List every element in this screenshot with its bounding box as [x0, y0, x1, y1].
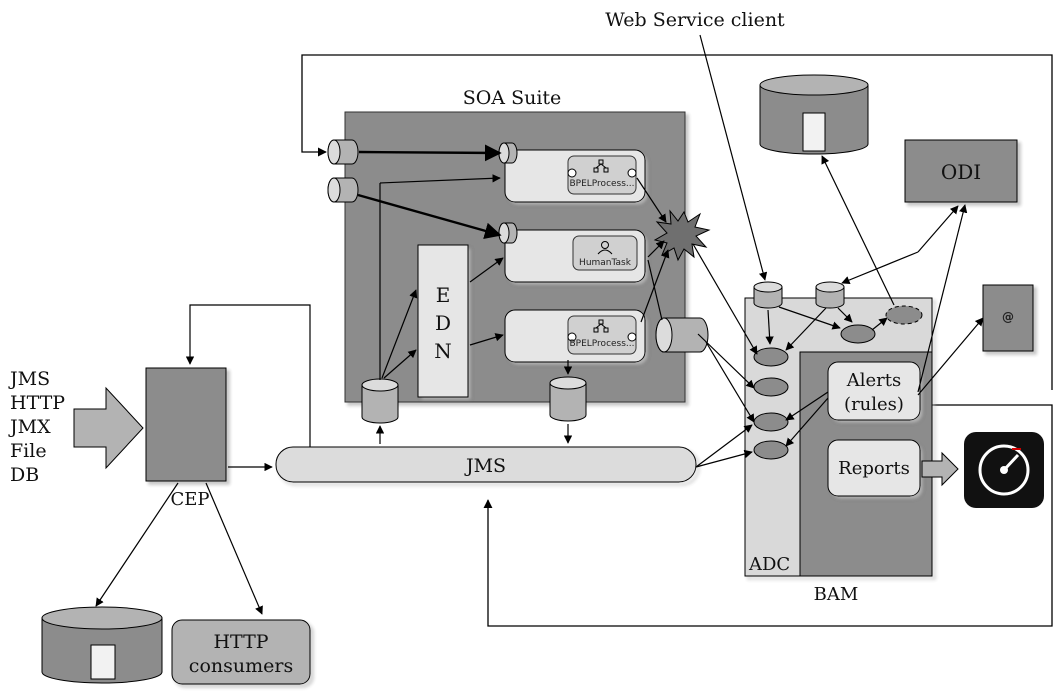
- http-consumers-line2: consumers: [189, 655, 293, 677]
- adc-flow-arrows: [692, 155, 984, 468]
- input-block-arrow: [73, 386, 144, 470]
- bam-label: BAM: [814, 584, 859, 605]
- cep-to-http-arrow: [205, 482, 263, 615]
- adc-data-objects: [753, 324, 876, 460]
- bpel-process-label-1: BPELProcess...: [569, 179, 634, 189]
- odi-box: [904, 139, 1018, 203]
- odi-label: ODI: [941, 160, 981, 184]
- adapter-cylinder-top-left: [327, 139, 359, 165]
- http-consumers-box: [171, 619, 311, 685]
- edn-box: [417, 244, 469, 398]
- bam-database-cylinder: [759, 74, 869, 155]
- outer-loop-top: [301, 54, 1053, 390]
- adc-queue-cylinder-1: [753, 281, 783, 309]
- queue-cylinder-left: [361, 378, 399, 424]
- alerts-line2: (rules): [844, 394, 904, 415]
- person-icon: [597, 241, 613, 255]
- service-cylinder-2: [498, 222, 518, 244]
- source-label-4: DB: [10, 464, 39, 486]
- outer-loop-bottom: [483, 404, 1053, 627]
- jms-bus: [275, 446, 697, 483]
- soa-flow-arrows: [357, 144, 670, 444]
- process-tree-icon: [593, 319, 609, 333]
- adc-label: ADC: [748, 554, 790, 575]
- bpel-process-chip-2: BPELProcess...: [567, 315, 637, 355]
- gauge-icon: [964, 432, 1044, 508]
- cep-to-db-arrow: [95, 482, 179, 607]
- reports-to-dashboard-arrow: [921, 451, 959, 487]
- bpel-process-label-2: BPELProcess...: [569, 339, 634, 349]
- human-task-chip: HumanTask: [572, 235, 638, 271]
- email-at-icon: @: [1002, 310, 1014, 324]
- adc-external-data-object: [885, 305, 923, 325]
- cep-database-cylinder: [41, 606, 163, 684]
- email-box: [982, 284, 1034, 352]
- cep-feedback-arrow: [185, 304, 311, 447]
- soa-suite-label: SOA Suite: [463, 87, 562, 109]
- input-sources: JMS HTTP JMX File DB: [8, 368, 65, 486]
- explosion-icon: [653, 209, 711, 262]
- edn-letter-d: D: [435, 311, 451, 335]
- http-consumers-line1: HTTP: [213, 631, 268, 653]
- edn-letter-e: E: [436, 283, 451, 307]
- cep-box: [145, 367, 227, 482]
- human-task-label: HumanTask: [579, 258, 632, 268]
- edn-letter-n: N: [434, 339, 452, 363]
- jms-bus-label: JMS: [464, 455, 506, 477]
- bpel-process-chip-1: BPELProcess...: [567, 155, 637, 195]
- source-label-2: JMX: [8, 416, 51, 438]
- source-label-3: File: [10, 440, 47, 462]
- reports-box: [827, 439, 921, 497]
- alerts-line1: Alerts: [846, 370, 901, 391]
- queue-cylinder-right: [549, 376, 587, 422]
- jms-adapter-cylinder: [655, 317, 709, 353]
- adapter-cylinder-mid-left: [327, 177, 359, 203]
- source-label-0: JMS: [8, 368, 50, 390]
- ws-client-arrow: [699, 34, 768, 281]
- source-label-1: HTTP: [10, 392, 65, 414]
- alerts-box: [827, 361, 921, 421]
- service-cylinder-1: [498, 142, 518, 164]
- reports-label: Reports: [838, 458, 910, 479]
- cep-label: CEP: [170, 489, 209, 510]
- adc-queue-cylinder-2: [815, 281, 845, 309]
- process-tree-icon: [593, 159, 609, 173]
- web-service-client-label: Web Service client: [605, 9, 785, 31]
